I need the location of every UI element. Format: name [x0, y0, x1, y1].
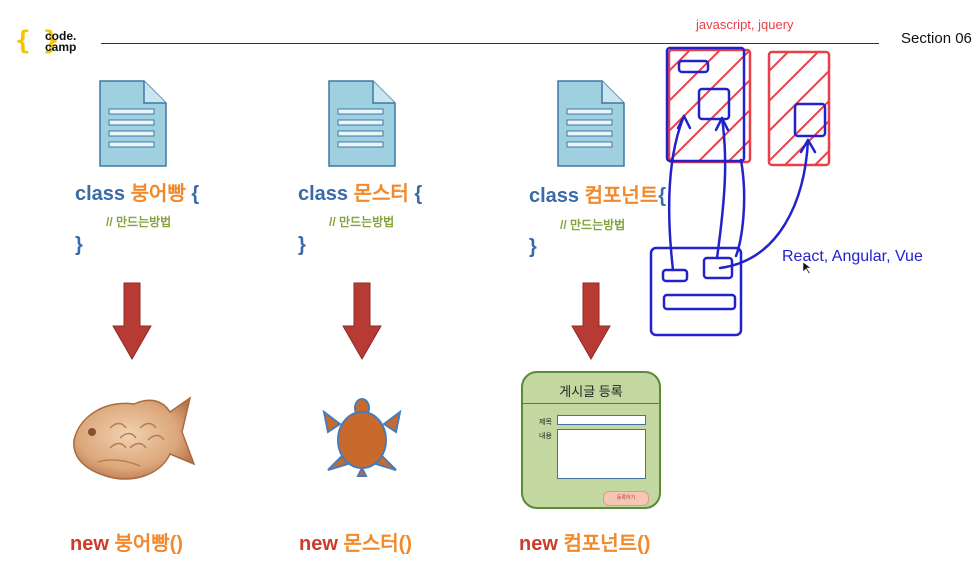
mouse-cursor-icon	[802, 261, 812, 275]
down-arrow-icon	[342, 282, 382, 361]
red-page-right	[767, 50, 831, 167]
blue-ink	[649, 46, 827, 337]
red-page-left	[667, 48, 752, 164]
title-field[interactable]	[557, 415, 646, 425]
content-field-label: 내용	[539, 433, 552, 440]
class-declaration: class 붕어빵 {	[75, 177, 199, 206]
class-comment: // 만드는방법	[329, 215, 395, 229]
title-field-label: 제목	[539, 419, 552, 426]
post-form-card: 게시글 등록 제목 내용 등록하기	[521, 371, 661, 509]
open-brace: {	[414, 183, 423, 205]
turtle-image	[322, 398, 402, 477]
instance-name: 몬스터()	[343, 533, 412, 555]
post-form-divider	[523, 403, 659, 404]
class-comment: // 만드는방법	[560, 218, 626, 232]
class-keyword: class	[75, 183, 126, 205]
document-icon	[99, 80, 167, 167]
logo-text: code. camp	[45, 29, 77, 54]
instance-declaration: new 몬스터()	[299, 527, 412, 556]
content-field[interactable]	[557, 429, 646, 479]
codecamp-logo: { code. camp }	[15, 26, 76, 56]
section-label: Section 06	[901, 30, 972, 47]
open-brace: {	[658, 185, 667, 207]
logo-line-1: code.	[45, 29, 77, 43]
close-brace: }	[298, 234, 306, 256]
instance-name: 붕어빵()	[114, 533, 183, 555]
class-keyword: class	[529, 185, 580, 207]
class-keyword: class	[298, 183, 349, 205]
class-declaration: class 컴포넌트{	[529, 179, 666, 208]
down-arrow-icon	[571, 282, 611, 361]
document-icon	[557, 80, 625, 167]
down-arrow-icon	[112, 282, 152, 361]
fish-bread-image	[73, 396, 196, 480]
new-keyword: new	[519, 533, 558, 555]
logo-brace-open: {	[15, 26, 31, 56]
class-declaration: class 몬스터 {	[298, 177, 422, 206]
frameworks-annotation: React, Angular, Vue	[782, 248, 923, 265]
logo-line-2: camp	[45, 40, 77, 54]
class-name: 붕어빵	[130, 183, 186, 205]
class-name: 컴포넌트	[584, 185, 659, 207]
jquery-annotation: javascript, jquery	[696, 17, 794, 32]
header-rule	[101, 43, 879, 44]
class-comment: // 만드는방법	[106, 215, 172, 229]
close-brace: }	[75, 234, 83, 256]
new-keyword: new	[299, 533, 338, 555]
logo-brace-close: }	[43, 26, 59, 56]
document-icon	[328, 80, 396, 167]
open-brace: {	[191, 183, 200, 205]
new-keyword: new	[70, 533, 109, 555]
close-brace: }	[529, 236, 537, 258]
instance-name: 컴포넌트()	[563, 533, 651, 555]
class-name: 몬스터	[353, 183, 409, 205]
submit-button[interactable]: 등록하기	[603, 491, 649, 506]
instance-declaration: new 컴포넌트()	[519, 527, 650, 556]
instance-declaration: new 붕어빵()	[70, 527, 183, 556]
post-form-title: 게시글 등록	[559, 384, 623, 399]
